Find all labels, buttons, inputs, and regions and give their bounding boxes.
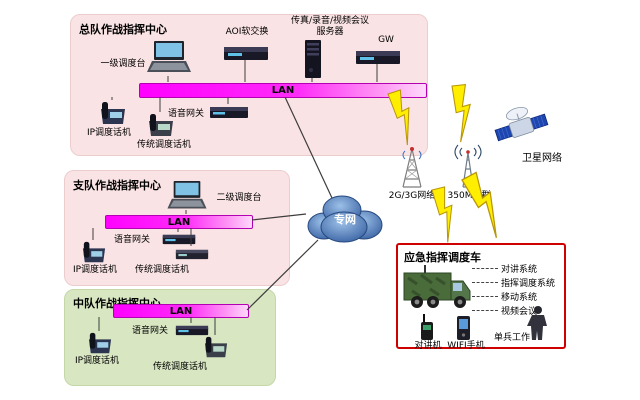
soldier-icon bbox=[527, 306, 547, 340]
satellite-icon bbox=[494, 106, 549, 142]
squadron-lan-bar: LAN bbox=[113, 304, 249, 318]
detachment-ip-phone-label: IP调度话机 bbox=[72, 265, 118, 275]
system-label: 指挥调度系统 bbox=[501, 278, 556, 289]
voice-gateway-device-icon bbox=[162, 234, 196, 245]
detachment-command-center-box: 支队作战指挥中心 二级调度台 LAN 语音网关 IP调度话机 传统调度话机 bbox=[64, 170, 290, 286]
system-row: 移动系统 bbox=[472, 289, 555, 303]
trunking-network-label: 350M集群 bbox=[447, 191, 491, 201]
system-label: 视频会议 bbox=[501, 306, 538, 317]
voice-gateway-device-icon bbox=[175, 325, 209, 336]
ip-phone-icon bbox=[88, 332, 112, 354]
server-tower-icon bbox=[305, 40, 321, 78]
hq-server-label-line1: 传真/录音/视频会议 bbox=[290, 16, 370, 26]
squadron-ip-phone-label: IP调度话机 bbox=[74, 356, 120, 366]
hq-server-label: 传真/录音/视频会议 服务器 bbox=[267, 16, 393, 38]
leader-line bbox=[472, 267, 498, 269]
hq-command-center-box: 总队作战指挥中心 一级调度台 AOI软交换 传真/录音/视频会议 服务器 GW bbox=[70, 14, 428, 156]
vehicle-systems-list: 对讲系统 指挥调度系统 移动系统 视频会议 bbox=[472, 261, 555, 317]
system-row: 视频会议 bbox=[472, 303, 555, 317]
ip-phone-icon bbox=[101, 102, 125, 124]
cellular-network-label: 2G/3G网络 bbox=[388, 191, 436, 201]
hq-voice-gateway-label: 语音网关 bbox=[167, 109, 204, 119]
private-network-cloud: 专网 bbox=[302, 188, 388, 248]
dispatch-console-icon bbox=[167, 181, 207, 209]
legacy-phone-icon bbox=[149, 114, 173, 136]
hq-legacy-phone-label: 传统调度话机 bbox=[136, 140, 191, 150]
squadron-voice-gateway-label: 语音网关 bbox=[131, 326, 168, 336]
voice-gateway-device-icon bbox=[210, 107, 248, 118]
vehicle-soldier-label: 单兵工作 bbox=[493, 333, 530, 343]
detachment-voice-gateway-label: 语音网关 bbox=[113, 235, 150, 245]
cell-tower-icon bbox=[402, 147, 422, 188]
ip-phone-icon bbox=[82, 241, 106, 263]
squadron-command-center-box: 中队作战指挥中心 LAN 语音网关 IP调度话机 传统调度话机 bbox=[64, 289, 276, 386]
squadron-legacy-phone-label: 传统调度话机 bbox=[152, 362, 207, 372]
system-label: 移动系统 bbox=[501, 292, 538, 303]
softswitch-device-icon bbox=[224, 47, 268, 60]
hq-softswitch-label: AOI软交换 bbox=[225, 27, 269, 37]
cloud-label: 专网 bbox=[334, 213, 356, 226]
network-cloud-icon bbox=[307, 195, 383, 243]
hq-ip-phone-label: IP调度话机 bbox=[86, 128, 132, 138]
detachment-title: 支队作战指挥中心 bbox=[73, 179, 161, 192]
system-row: 对讲系统 bbox=[472, 261, 555, 275]
hq-gw-label: GW bbox=[378, 35, 394, 45]
leader-line bbox=[472, 281, 498, 283]
hq-server-label-line2: 服务器 bbox=[316, 26, 344, 37]
walkie-talkie-icon bbox=[421, 314, 433, 340]
satellite-network-label: 卫星网络 bbox=[522, 153, 562, 164]
emergency-vehicle-box: 应急指挥调度车 对讲系统 指挥调度系统 移动系统 bbox=[396, 243, 566, 351]
dispatch-console-icon bbox=[147, 41, 191, 72]
hq-lan-bar: LAN bbox=[139, 83, 427, 98]
vehicle-wifi-phone-label: WIFI手机 bbox=[447, 341, 485, 351]
detachment-legacy-phone-label: 传统调度话机 bbox=[134, 265, 189, 275]
hq-console-label: 一级调度台 bbox=[100, 59, 146, 69]
leader-line bbox=[472, 295, 498, 297]
gw-device-icon bbox=[356, 51, 400, 64]
vehicle-radio-label: 对讲机 bbox=[414, 341, 442, 351]
system-row: 指挥调度系统 bbox=[472, 275, 555, 289]
detachment-lan-bar: LAN bbox=[105, 215, 253, 229]
system-label: 对讲系统 bbox=[501, 264, 538, 275]
detachment-console-label: 二级调度台 bbox=[216, 193, 262, 203]
leader-line bbox=[472, 309, 498, 311]
wifi-phone-icon bbox=[457, 316, 470, 340]
legacy-phone-icon bbox=[204, 336, 228, 358]
trunking-antenna-icon bbox=[454, 144, 482, 188]
vehicle-title: 应急指挥调度车 bbox=[404, 251, 481, 264]
hq-title: 总队作战指挥中心 bbox=[79, 23, 167, 36]
command-vehicle-icon bbox=[403, 265, 471, 308]
legacy-phone-device-icon bbox=[175, 249, 209, 260]
